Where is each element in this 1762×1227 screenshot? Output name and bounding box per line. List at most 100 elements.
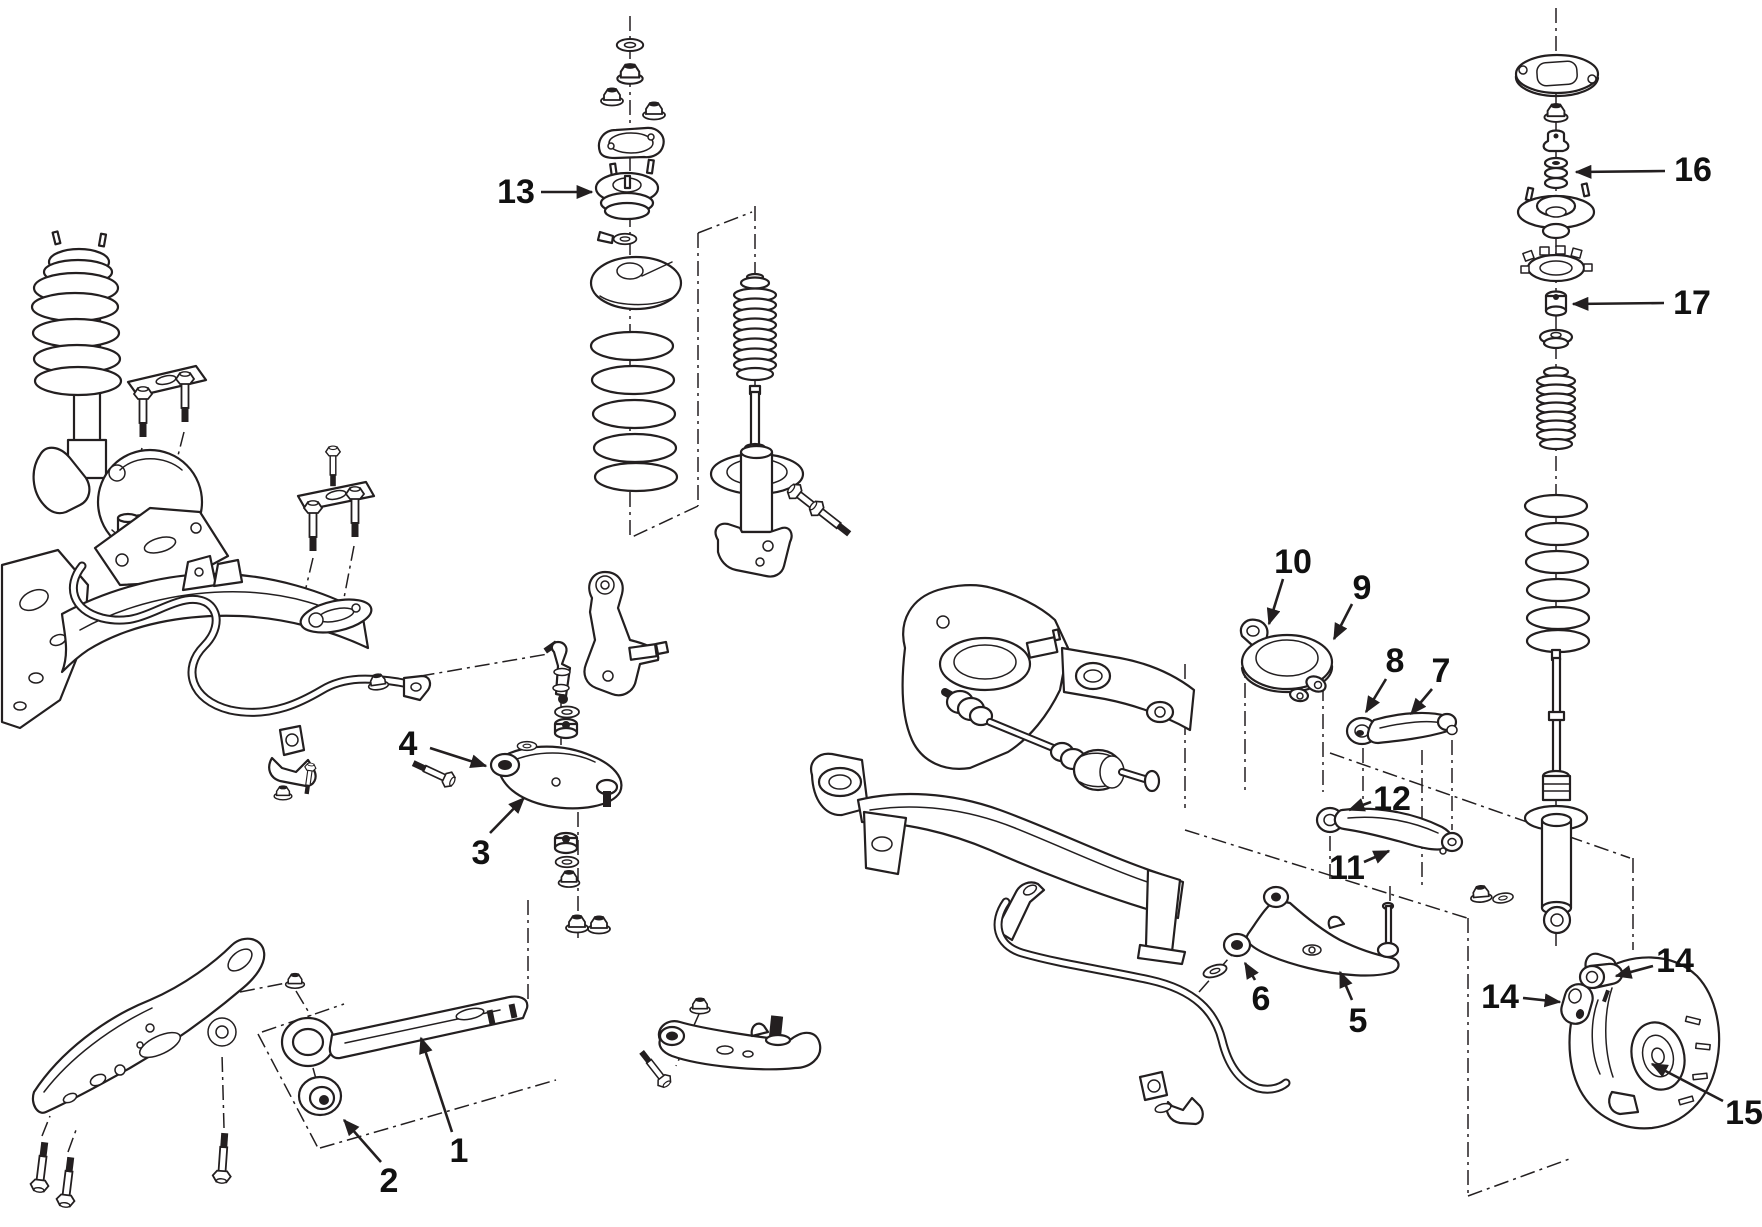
strut-tower-plate xyxy=(597,126,665,160)
callout-arrow xyxy=(419,1036,454,1133)
callout-16: 16 xyxy=(1574,151,1712,189)
rear-shock-exploded xyxy=(1468,53,1600,935)
callout-number: 17 xyxy=(1673,284,1711,322)
callout-9: 9 xyxy=(1332,569,1371,641)
front-strut-bracket xyxy=(714,522,793,578)
callout-arrow xyxy=(1410,688,1433,716)
bushing xyxy=(553,717,579,740)
tension-rod xyxy=(328,995,529,1060)
callout-17: 17 xyxy=(1571,284,1711,322)
callout-arrow xyxy=(1332,603,1354,641)
callout-11: 11 xyxy=(1329,849,1391,887)
washer xyxy=(1491,890,1515,906)
front-mount-bolt-set-1 xyxy=(126,364,208,438)
strut-mount-13 xyxy=(594,158,660,221)
rear-coil-spring xyxy=(1523,493,1591,654)
callout-6: 6 xyxy=(1243,961,1271,1018)
callout-number: 14 xyxy=(1656,942,1694,980)
callout-number: 11 xyxy=(1329,849,1365,887)
tension-rod-bracket xyxy=(28,937,306,1210)
rear-lower-link-11-12 xyxy=(1315,806,1464,855)
callout-number: 12 xyxy=(1373,780,1411,818)
lock-nut xyxy=(1543,102,1569,123)
callout-number: 6 xyxy=(1252,980,1271,1018)
front-sway-bar-bushing xyxy=(278,724,306,757)
rear-sway-bar-bushing xyxy=(1138,1070,1169,1102)
rear-subframe-right-arm xyxy=(1060,646,1196,732)
callout-7: 7 xyxy=(1410,652,1451,716)
callout-15: 15 xyxy=(1650,1062,1762,1132)
washer xyxy=(615,37,645,53)
front-subframe xyxy=(0,548,373,730)
callout-arrow xyxy=(1347,798,1372,812)
callout-arrow xyxy=(1338,970,1354,1001)
washer-with-tab xyxy=(596,230,638,246)
callout-number: 3 xyxy=(472,834,491,872)
bolt xyxy=(211,1131,235,1185)
rear-sway-bar-bracket xyxy=(994,881,1046,942)
lock-nut xyxy=(616,62,644,85)
flanged-nut xyxy=(284,972,306,989)
callout-14: 14 xyxy=(1614,942,1694,980)
toothed-spring-seat xyxy=(1520,245,1593,283)
callout-arrow xyxy=(343,1118,382,1163)
front-strut-assembly xyxy=(30,230,230,587)
callout-12: 12 xyxy=(1347,780,1411,818)
callout-number: 15 xyxy=(1725,1094,1762,1132)
front-subframe-left-rail xyxy=(0,548,90,730)
callout-4: 4 xyxy=(399,725,488,768)
lock-nut xyxy=(642,100,666,121)
front-sway-bar xyxy=(73,566,432,801)
front-lower-control-arm xyxy=(408,740,623,935)
rear-spring-seat-ring xyxy=(1239,618,1334,703)
callout-2: 2 xyxy=(343,1118,398,1200)
callout-arrow xyxy=(1364,678,1388,714)
front-coil-spring-left xyxy=(30,291,123,397)
callout-arrow xyxy=(1522,993,1562,1008)
front-knuckle-exploded xyxy=(583,570,670,697)
flanged-nut xyxy=(273,784,293,801)
rear-subframe-beam xyxy=(856,792,1185,920)
bushing-cap xyxy=(1542,129,1570,153)
front-coil-spring xyxy=(589,330,679,493)
front-stabilizer-link xyxy=(543,640,580,740)
flanged-nut xyxy=(689,996,711,1015)
callout-arrow xyxy=(489,796,525,834)
callout-number: 14 xyxy=(1481,978,1519,1016)
bolt xyxy=(805,496,856,542)
front-mount-bolt-set-2 xyxy=(296,445,376,552)
callout-3: 3 xyxy=(472,796,525,872)
front-dust-boot xyxy=(732,272,778,382)
callout-number: 5 xyxy=(1349,1002,1368,1040)
rear-upper-arm-7-8 xyxy=(1345,711,1458,746)
callout-number: 1 xyxy=(450,1132,469,1170)
bolt xyxy=(325,445,341,487)
bolt xyxy=(303,499,323,552)
upper-flange-plate xyxy=(1514,53,1600,98)
rear-driveshaft xyxy=(941,688,1161,793)
front-strut-cartridge xyxy=(709,384,856,578)
callout-14: 14 xyxy=(1481,978,1562,1016)
callout-arrow xyxy=(1363,849,1391,864)
bolt xyxy=(175,370,195,423)
washer xyxy=(1200,961,1230,981)
callout-arrow xyxy=(1574,164,1666,179)
front-spring-seat xyxy=(589,255,683,311)
front-strut-exploded xyxy=(589,37,856,578)
callout-number: 10 xyxy=(1274,543,1312,581)
callout-number: 16 xyxy=(1674,151,1712,189)
bushing-16 xyxy=(1543,156,1569,190)
callout-arrow xyxy=(1650,1062,1724,1103)
rear-sway-bar xyxy=(994,881,1286,1126)
callout-number: 4 xyxy=(399,725,418,763)
rear-knuckle-hub xyxy=(1560,952,1721,1130)
callout-arrow xyxy=(1243,961,1259,981)
front-transverse-arm xyxy=(634,996,822,1091)
callout-1: 1 xyxy=(419,1036,469,1170)
flanged-nut xyxy=(1468,883,1493,904)
bolt xyxy=(28,1140,55,1195)
callout-number: 7 xyxy=(1432,652,1451,690)
